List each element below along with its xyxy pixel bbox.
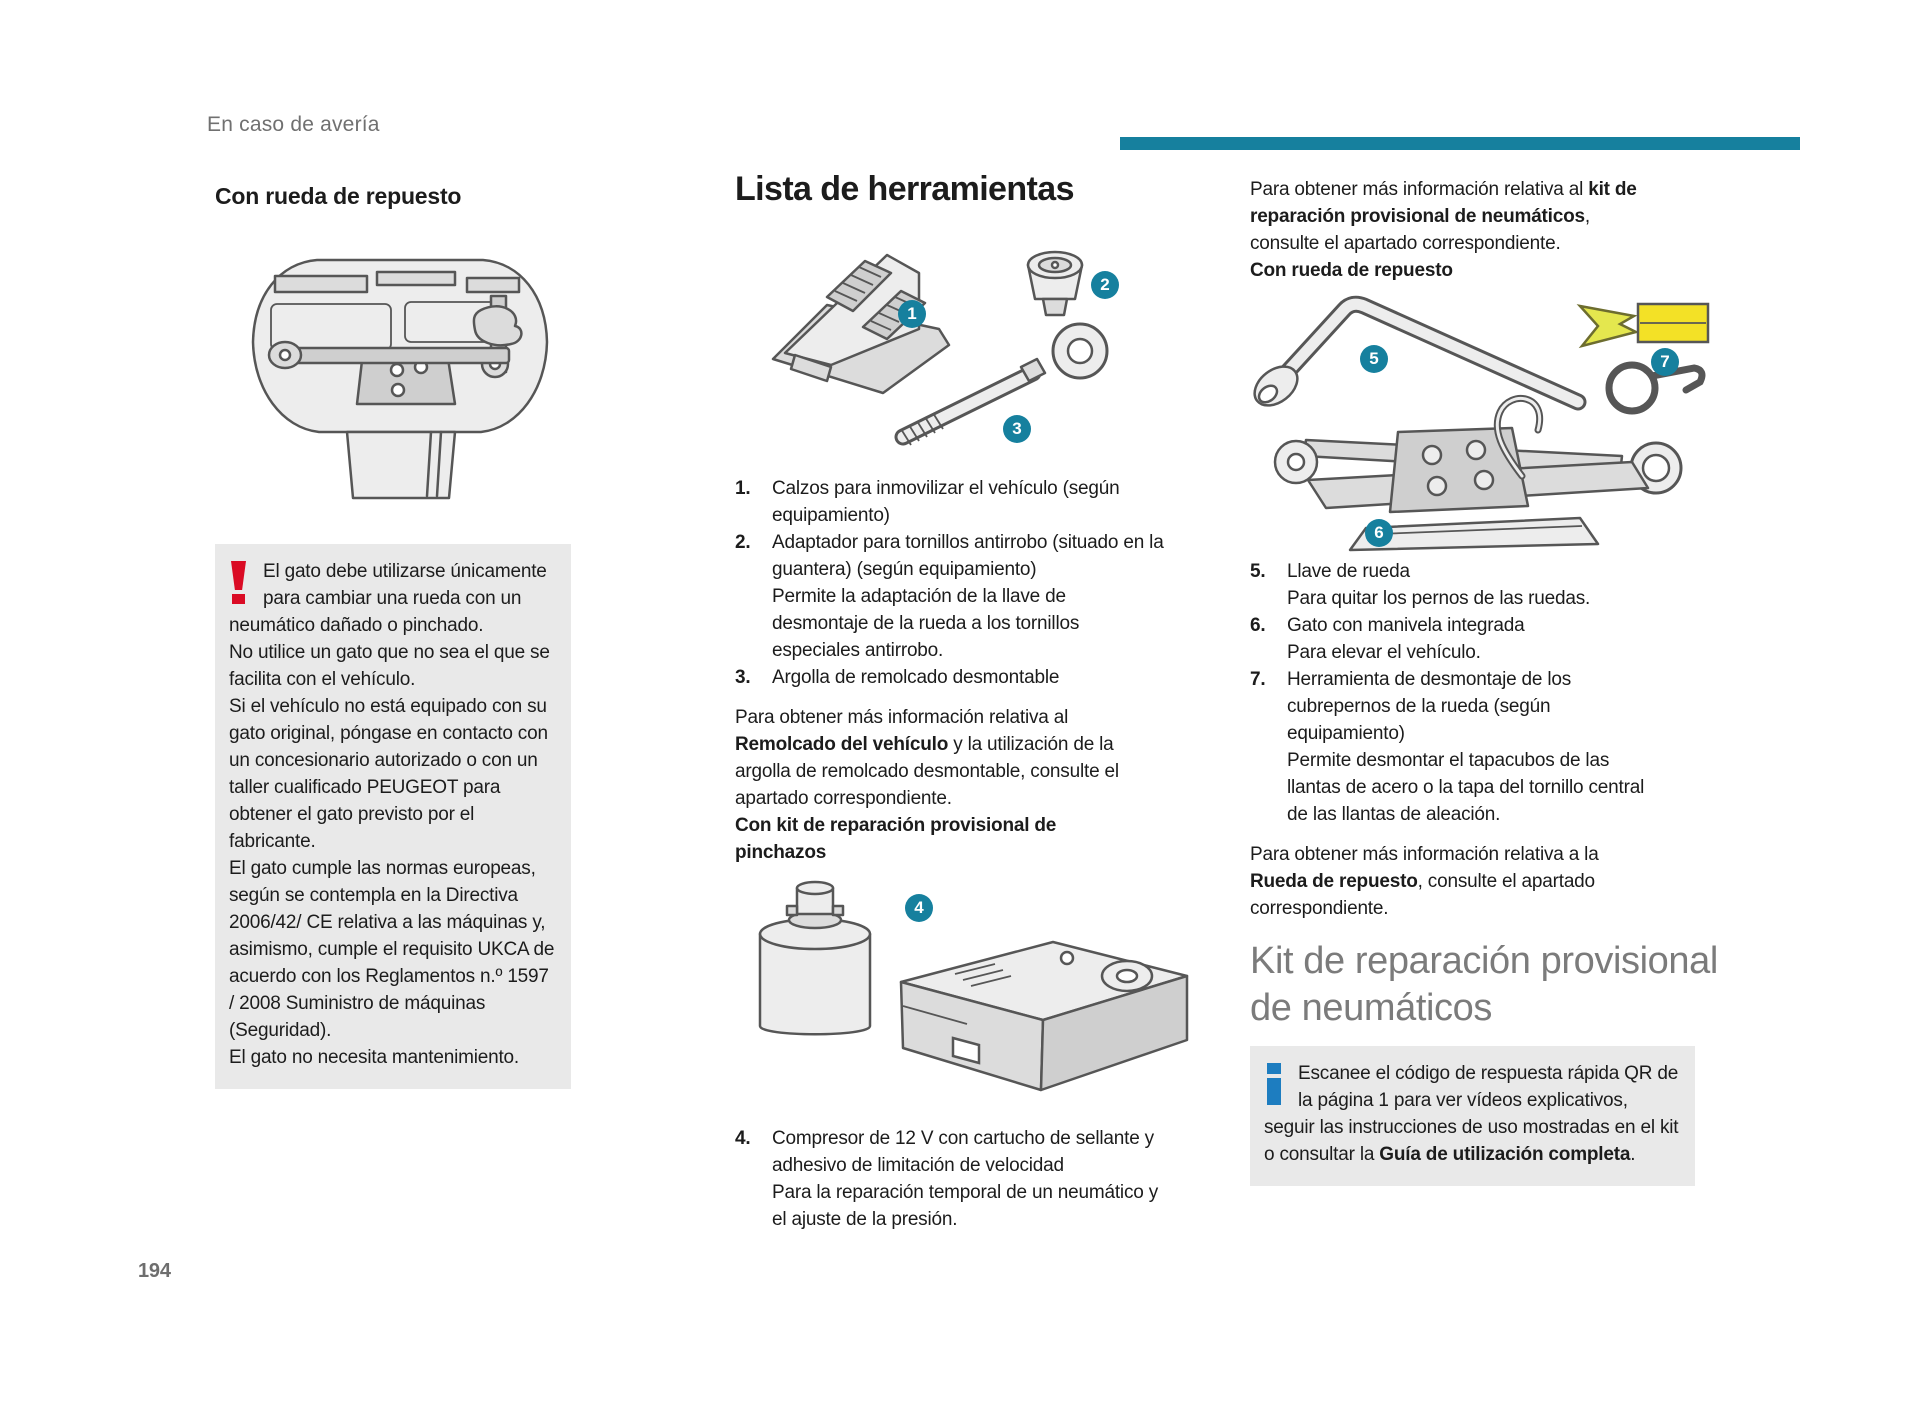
list-item: 2. Adaptador para tornillos antirrobo (s… bbox=[735, 529, 1193, 664]
paragraph-text: Para obtener más información relativa al bbox=[1250, 179, 1589, 200]
paragraph-text: Para obtener más información relativa a … bbox=[1250, 844, 1599, 865]
callout-badge-5: 5 bbox=[1360, 345, 1388, 373]
list-item: 3. Argolla de remolcado desmontable bbox=[735, 664, 1193, 691]
item-number: 7. bbox=[1250, 669, 1266, 690]
sealant-canister-compressor-icon bbox=[758, 880, 1189, 1092]
list-item: 7. Herramienta de desmontaje de los cubr… bbox=[1250, 666, 1710, 828]
paragraph-text: y la utilización de la argolla de remolc… bbox=[735, 734, 1119, 809]
spare-wheel-subheading: Con rueda de repuesto bbox=[1250, 260, 1453, 281]
item-number: 1. bbox=[735, 478, 751, 499]
tools-illustration: 1 2 3 bbox=[735, 235, 1195, 465]
repair-kit-illustration: 4 bbox=[735, 878, 1195, 1113]
list-item: 4. Compresor de 12 V con cartucho de sel… bbox=[735, 1125, 1193, 1233]
warning-paragraph: No utilice un gato que no sea el que se … bbox=[229, 642, 550, 690]
callout-badge-4: 4 bbox=[905, 894, 933, 922]
item-text: Adaptador para tornillos antirrobo (situ… bbox=[772, 532, 1164, 580]
towing-info-paragraph: Para obtener más información relativa al… bbox=[735, 704, 1165, 812]
item-number: 2. bbox=[735, 532, 751, 553]
item-text: Para quitar los pernos de las ruedas. bbox=[1287, 588, 1591, 609]
paragraph-bold-text: Guía de utilización completa bbox=[1379, 1144, 1631, 1165]
spare-wheel-tools-illustration: 5 6 7 bbox=[1250, 292, 1710, 554]
item-text: Argolla de remolcado desmontable bbox=[772, 667, 1060, 688]
warning-paragraph: El gato debe utilizarse únicamente para … bbox=[229, 561, 547, 636]
list-item: 6. Gato con manivela integrada Para elev… bbox=[1250, 612, 1710, 666]
callout-badge-1: 1 bbox=[898, 300, 926, 328]
item-text: Para la reparación temporal de un neumát… bbox=[772, 1182, 1159, 1230]
item-text: Compresor de 12 V con cartucho de sellan… bbox=[772, 1128, 1154, 1176]
page-number: 194 bbox=[138, 1260, 171, 1282]
tools-list-heading: Lista de herramientas bbox=[735, 170, 1074, 208]
item-number: 6. bbox=[1250, 615, 1266, 636]
item-number: 4. bbox=[735, 1128, 751, 1149]
spare-wheel-info-paragraph: Para obtener más información relativa a … bbox=[1250, 841, 1650, 922]
warning-paragraph: Si el vehículo no está equipado con su g… bbox=[229, 696, 548, 852]
list-item: 5. Llave de rueda Para quitar los pernos… bbox=[1250, 558, 1710, 612]
callout-badge-3: 3 bbox=[1003, 415, 1031, 443]
paragraph-text: , consulte el apartado correspondiente. bbox=[1250, 206, 1590, 254]
paragraph-text: . bbox=[1630, 1144, 1636, 1165]
warning-box: El gato debe utilizarse únicamente para … bbox=[215, 544, 571, 1089]
paragraph-text: Para obtener más información relativa al bbox=[735, 707, 1069, 728]
page-context-label: En caso de avería bbox=[207, 113, 380, 136]
list-item: 1. Calzos para inmovilizar el vehículo (… bbox=[735, 475, 1193, 529]
item-text: Para elevar el vehículo. bbox=[1287, 642, 1481, 663]
warning-exclamation-icon bbox=[231, 561, 253, 604]
warning-paragraph: El gato cumple las normas europeas, segú… bbox=[229, 858, 555, 1041]
left-heading: Con rueda de repuesto bbox=[215, 183, 462, 209]
item-number: 5. bbox=[1250, 561, 1266, 582]
accent-rule bbox=[1120, 137, 1800, 150]
paragraph-text: Escanee el código de respuesta rápida QR… bbox=[1264, 1063, 1679, 1165]
callout-badge-7: 7 bbox=[1651, 348, 1679, 376]
paragraph-bold-text: kit de reparación provisional de neumáti… bbox=[1250, 179, 1637, 227]
item-text: Permite desmontar el tapacubos de las ll… bbox=[1287, 750, 1645, 825]
section-heading-repair-kit: Kit de reparación provisional de neumáti… bbox=[1250, 940, 1718, 1029]
paragraph-bold-text: Rueda de repuesto bbox=[1250, 871, 1418, 892]
paragraph-bold-text: Remolcado del vehículo bbox=[735, 734, 949, 755]
middle-column: Lista de herramientas bbox=[735, 170, 1193, 1233]
paragraph-text: , consulte el apartado correspondiente. bbox=[1250, 871, 1595, 919]
wheel-chock-adapter-toweye-icon bbox=[771, 250, 1109, 446]
right-column: Para obtener más información relativa al… bbox=[1250, 176, 1718, 1186]
warning-paragraph: El gato no necesita mantenimiento. bbox=[229, 1047, 519, 1068]
info-paragraph: Escanee el código de respuesta rápida QR… bbox=[1264, 1060, 1681, 1168]
info-icon bbox=[1266, 1063, 1288, 1105]
item-text: Gato con manivela integrada bbox=[1287, 615, 1525, 636]
info-box: Escanee el código de respuesta rápida QR… bbox=[1250, 1046, 1695, 1186]
item-text: Permite la adaptación de la llave de des… bbox=[772, 586, 1080, 661]
item-text: Llave de rueda bbox=[1287, 561, 1410, 582]
kit-info-paragraph: Para obtener más información relativa al… bbox=[1250, 176, 1650, 257]
left-column: Con rueda de repuesto bbox=[215, 183, 571, 1089]
spare-wheel-tools-list: 5. Llave de rueda Para quitar los pernos… bbox=[1250, 558, 1710, 828]
tools-list: 1. Calzos para inmovilizar el vehículo (… bbox=[735, 475, 1193, 691]
kit-subheading: Con kit de reparación provisional de pin… bbox=[735, 815, 1057, 863]
tool-stowage-illustration bbox=[245, 252, 555, 502]
tool-stowage-tray-icon bbox=[251, 258, 549, 500]
callout-badge-2: 2 bbox=[1091, 271, 1119, 299]
wrench-jack-hubcap-tool-icon bbox=[1253, 295, 1710, 552]
callout-badge-6: 6 bbox=[1365, 519, 1393, 547]
item-text: Calzos para inmovilizar el vehículo (seg… bbox=[772, 478, 1120, 526]
item-text: Herramienta de desmontaje de los cubrepe… bbox=[1287, 669, 1572, 744]
item-number: 3. bbox=[735, 667, 751, 688]
